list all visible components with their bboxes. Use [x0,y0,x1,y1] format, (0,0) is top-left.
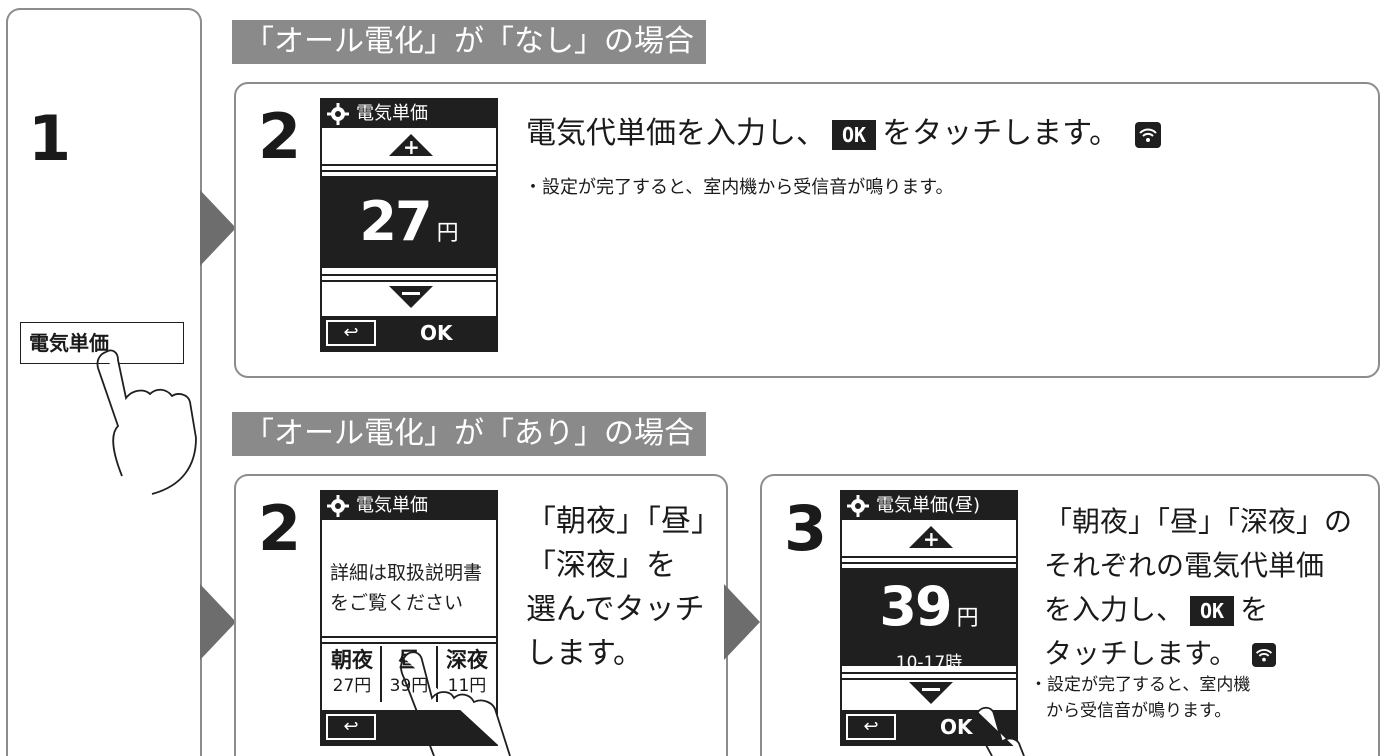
gear-icon [847,495,869,517]
step1-button-label: 電気単価 [29,331,109,355]
minus-icon [402,292,420,295]
all-step3-screen-title-text: 電気単価(昼) [876,495,981,516]
all-step3-line1: 「朝夜」「昼」「深夜」の [1044,505,1353,538]
step1-number: 1 [28,102,71,175]
decrease-arrow[interactable] [389,286,433,308]
option-morning-night[interactable]: 朝夜 27円 [324,646,382,702]
plus-icon: + [403,135,420,159]
all-step2-line4: します。 [526,636,643,671]
all-step3-line2: それぞれの電気代単価 [1044,549,1325,582]
all-step3-number: 3 [784,492,827,565]
all-step3-line3-after: を [1240,593,1269,626]
all-step3-line4-text: タッチします。 [1044,637,1238,670]
none-screen-title-text: 電気単価 [356,103,428,124]
plus-icon: + [923,527,940,551]
arrow-to-none-section [200,190,236,266]
back-icon: ↩ [343,322,359,343]
detail-text: 詳細は取扱説明書 をご覧ください [330,558,482,618]
all-step2-number: 2 [258,492,301,565]
all-step3-value: 39 [879,575,952,638]
ok-chip: OK [832,119,877,150]
back-button[interactable]: ↩ [326,714,376,740]
step1-electric-price-button[interactable]: 電気単価 [20,322,184,364]
time-range: 10-17時 [895,653,963,673]
option-label: 深夜 [446,648,488,672]
back-button[interactable]: ↩ [326,320,376,346]
all-step2-line3: 選んでタッチ [526,592,705,627]
minus-icon [922,688,940,691]
arrow-to-all-section [200,584,236,660]
detail-line1: 詳細は取扱説明書 [330,562,483,584]
ok-button[interactable]: OK [940,715,973,739]
none-screen-title: 電気単価 [322,100,496,128]
none-unit: 円 [436,221,459,246]
all-step3-unit: 円 [956,606,979,631]
none-note: ・設定が完了すると、室内機から受信音が鳴ります。 [524,177,954,198]
all-step2-instruction: 「朝夜」「昼」 「深夜」を 選んでタッチ します。 [526,500,721,676]
hand-pointer-icon [974,706,1025,756]
option-price: 39円 [389,676,429,696]
none-step2-number: 2 [258,100,301,173]
option-price: 27円 [332,676,372,696]
all-step3-screen-title: 電気単価(昼) [842,492,1016,520]
all-step3-line3-before: を入力し、 [1044,593,1185,626]
gear-icon [327,103,349,125]
increase-arrow[interactable] [909,526,953,548]
wifi-sound-icon [1252,643,1277,667]
ok-chip: OK [1190,596,1235,626]
none-value: 27 [359,190,432,253]
all-step2-screen-title-text: 電気単価 [356,495,428,516]
arrow-to-step3 [724,584,760,660]
all-step3-note-line2: から受信音が鳴ります。 [1046,701,1232,721]
option-price: 11円 [447,676,487,696]
all-step2-screen-title: 電気単価 [322,492,496,520]
all-step2-line1: 「朝夜」「昼」 [526,504,721,539]
wifi-sound-icon [1134,121,1161,148]
back-button[interactable]: ↩ [846,714,896,740]
all-step2-line2: 「深夜」を [526,548,676,583]
back-icon: ↩ [863,716,879,737]
back-icon: ↩ [343,716,359,737]
hand-pointer-icon [96,349,197,495]
increase-arrow[interactable] [389,134,433,156]
ok-button[interactable]: OK [420,321,453,345]
option-label: 朝夜 [331,648,373,672]
banner-all-electric-yes: 「オール電化」が「あり」の場合 [232,412,706,456]
all-step3-note-line1: ・設定が完了すると、室内機 [1030,675,1251,695]
gear-icon [327,495,349,517]
hand-pointer-icon [400,651,511,756]
banner-all-electric-none: 「オール電化」が「なし」の場合 [232,20,706,64]
option-late-night[interactable]: 深夜 11円 [438,646,496,702]
none-instruction-after: をタッチします。 [882,116,1120,151]
all-step3-note: ・設定が完了すると、室内機 から受信音が鳴ります。 [1030,672,1250,724]
decrease-arrow[interactable] [909,682,953,704]
all-step3-line4: タッチします。 [1044,632,1352,676]
detail-line2: をご覧ください [330,592,464,614]
step1-panel [6,8,202,756]
none-instruction-before: 電気代単価を入力し、 [526,116,826,151]
